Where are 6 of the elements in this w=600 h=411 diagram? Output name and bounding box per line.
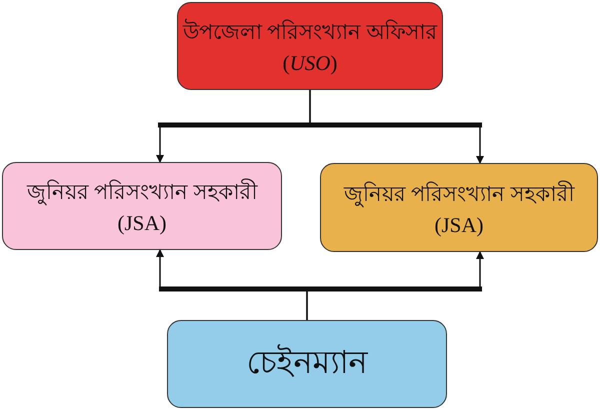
arrow <box>309 90 484 164</box>
role-box: জুনিয়র পরিসংখ্যান সহকারী (JSA) <box>2 162 282 250</box>
title-box: উপজেলা পরিসংখ্যান অফিসার (USO) <box>177 2 443 90</box>
role-box: জুনিয়র পরিসংখ্যান সহকারী (JSA) <box>320 163 598 252</box>
role-box: চেইনম্যান <box>167 320 447 408</box>
arrow <box>306 251 484 320</box>
